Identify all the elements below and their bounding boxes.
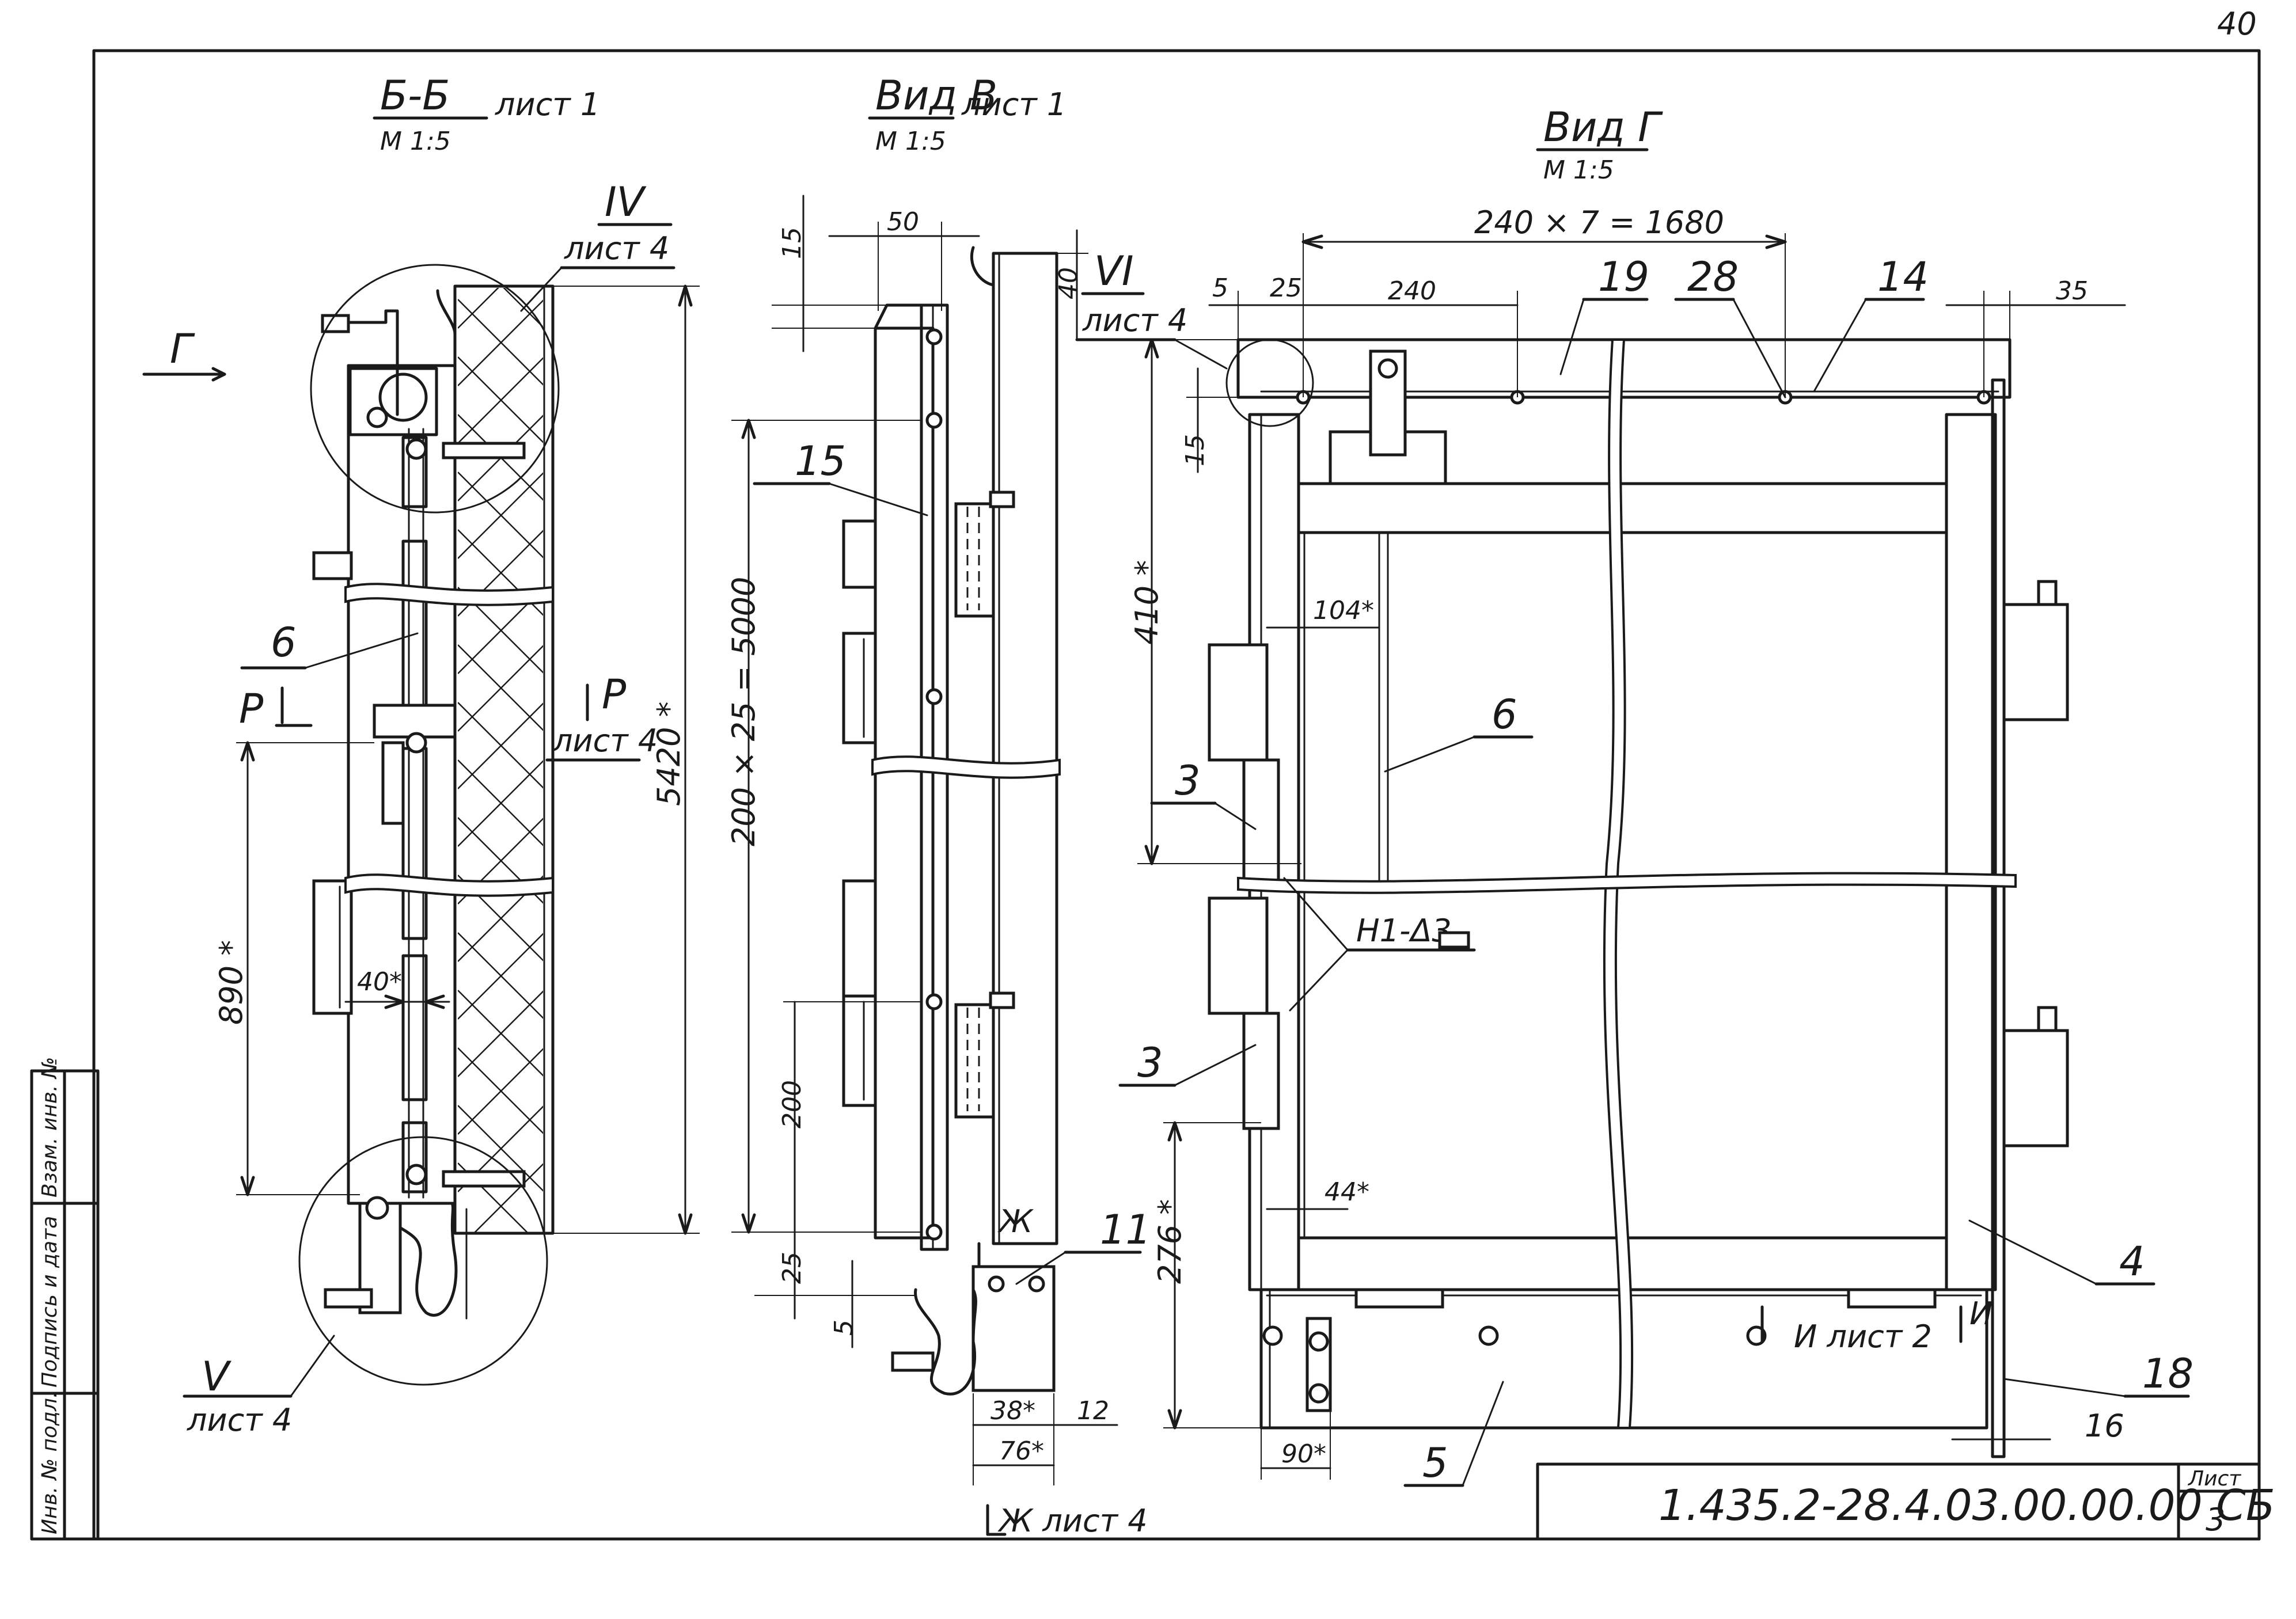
- weld-symbol-label: Н1-Δ3: [1356, 913, 1452, 949]
- position-15-label: 15: [795, 438, 846, 485]
- section-zh-sheet: Ж лист 4: [997, 1503, 1148, 1539]
- hinge-set: [1208, 580, 2069, 1147]
- dim-90-label: 90*: [1281, 1439, 1326, 1469]
- view-bb-sheet-ref: лист 1: [495, 86, 600, 123]
- callout-iv-sheet: лист 4: [564, 230, 669, 267]
- position-6-label: 6: [271, 619, 297, 666]
- position-6-g-label: 6: [1492, 691, 1517, 738]
- title-block: 1.435.2-28.4.03.00.00.00 СБ Лист 3: [1536, 1462, 2275, 1541]
- dim-chain-g-label: 240 × 7 = 1680: [1474, 204, 1724, 241]
- dim-v-top: 50 15 40: [772, 195, 1088, 352]
- break-line: [1237, 872, 2017, 894]
- section-i-label: И лист 2: [1794, 1318, 1932, 1355]
- callout-iv-number: IV: [605, 178, 647, 226]
- dim-v-bottom: 38* 12 76*: [972, 1393, 1118, 1485]
- dim-15-label: 15: [777, 227, 807, 259]
- dim-g-inner: 104* 44*: [1266, 596, 1380, 1210]
- dim-g-top: 240 × 7 = 1680 5 25 240 35 15: [1181, 204, 2126, 473]
- break-line: [871, 755, 1061, 779]
- detail-circle-v: [298, 1136, 548, 1386]
- view-v-scale: М 1:5: [875, 127, 946, 156]
- stamp-field-signature: Подпись и дата: [38, 1216, 62, 1388]
- section-i-right-label: И: [1969, 1295, 1993, 1332]
- stamp-field-replacement: Взам. инв. №: [38, 1057, 62, 1198]
- view-v-sheet-ref: лист 1: [961, 86, 1067, 123]
- dim-50-label: 50: [887, 207, 919, 237]
- position-4-label: 4: [2119, 1238, 2145, 1285]
- callout-vi-number: VI: [1094, 248, 1134, 295]
- dim-25-g-label: 25: [1270, 273, 1302, 303]
- view-g: Вид Г М 1:5: [1118, 104, 2193, 1487]
- dim-240-label: 240: [1388, 276, 1436, 306]
- dim-38-label: 38*: [990, 1396, 1035, 1426]
- callout-vi-sheet: лист 4: [1082, 302, 1187, 339]
- view-g-title: Вид Г: [1543, 104, 1663, 151]
- position-3b-label: 3: [1137, 1039, 1163, 1086]
- dim-5-g-label: 5: [1212, 273, 1228, 303]
- insulation-hatch: [458, 288, 543, 1232]
- view-v-title: Вид В: [875, 72, 997, 119]
- dim-890: 890 *: [213, 741, 374, 1196]
- break-line: [344, 873, 554, 897]
- detail-circle-vi: [1225, 339, 1314, 427]
- frame-side-elevation: [842, 246, 1058, 1396]
- dim-v-chain: 200 × 25 = 5000 200 25 5: [726, 419, 921, 1348]
- sheet-number: 3: [2206, 1502, 2225, 1538]
- dim-44-label: 44*: [1325, 1177, 1369, 1207]
- position-28-label: 28: [1687, 253, 1739, 301]
- detail-circle-iv: [310, 264, 560, 514]
- sheet-frame: 40: [92, 6, 2261, 1541]
- sheet-label: Лист: [2187, 1467, 2241, 1491]
- dim-410-label: 410 *: [1129, 560, 1165, 645]
- bottom-latch-detail: [324, 1196, 468, 1320]
- dim-15-g-label: 15: [1181, 434, 1210, 466]
- dim-16-label: 16: [2085, 1408, 2124, 1444]
- view-bb-scale: М 1:5: [380, 127, 451, 156]
- dim-chain-v-label: 200 × 25 = 5000: [726, 577, 762, 846]
- callout-v-sheet: лист 4: [187, 1402, 292, 1438]
- dim-76-label: 76*: [999, 1436, 1044, 1466]
- dim-12-label: 12: [1077, 1396, 1109, 1426]
- insulation-panel: [453, 284, 555, 1235]
- dim-g-left: 410 * 276 *: [1129, 338, 1301, 1430]
- dim-276-label: 276 *: [1152, 1199, 1188, 1284]
- section-p-left: Р: [239, 685, 264, 732]
- position-5-label: 5: [1422, 1439, 1448, 1487]
- callout-v-number: V: [202, 1353, 232, 1400]
- dim-40: 40*: [344, 967, 450, 1009]
- view-bb-title: Б-Б: [380, 72, 450, 119]
- section-p-right: Р: [602, 671, 627, 718]
- corner-sheet-number: 40: [2217, 6, 2257, 42]
- section-p-sheet: лист 4: [552, 723, 658, 759]
- dim-35-label: 35: [2056, 276, 2088, 306]
- position-18-label: 18: [2142, 1350, 2193, 1397]
- position-19-label: 19: [1598, 253, 1649, 301]
- dim-25-label: 25: [777, 1252, 807, 1284]
- dim-890-label: 890 *: [213, 940, 249, 1025]
- view-v: Вид В лист 1 М 1:5: [726, 72, 1228, 1539]
- dim-104-label: 104*: [1313, 596, 1374, 625]
- dim-40-label: 40*: [357, 967, 402, 997]
- dim-g-bottom: 90* 16: [1260, 1408, 2124, 1480]
- position-14-label: 14: [1877, 253, 1929, 301]
- view-section-bb: Б-Б лист 1 М 1:5: [142, 72, 700, 1438]
- position-11-label: 11: [1100, 1206, 1151, 1253]
- panel-bolts: [442, 442, 526, 1188]
- top-latch-detail: [321, 289, 457, 1185]
- stamp-field-inventory: Инв. № подл.: [38, 1392, 62, 1534]
- binding-stamp: Взам. инв. № Подпись и дата Инв. № подл.: [30, 1057, 100, 1541]
- document-code: 1.435.2-28.4.03.00.00.00 СБ: [1659, 1481, 2275, 1530]
- dim-total-height: 5420 *: [553, 284, 700, 1235]
- dim-5420-label: 5420 *: [651, 701, 687, 806]
- dim-200-label: 200: [777, 1080, 807, 1128]
- dim-40-v-label: 40: [1054, 267, 1083, 299]
- section-zh-label: Ж: [997, 1203, 1034, 1240]
- door-frame-profile: [312, 364, 457, 1205]
- view-g-scale: М 1:5: [1543, 155, 1614, 185]
- view-direction-letter: Г: [170, 325, 195, 373]
- position-3a-label: 3: [1175, 757, 1201, 804]
- break-line: [344, 583, 554, 606]
- dim-5-v-label: 5: [829, 1320, 859, 1336]
